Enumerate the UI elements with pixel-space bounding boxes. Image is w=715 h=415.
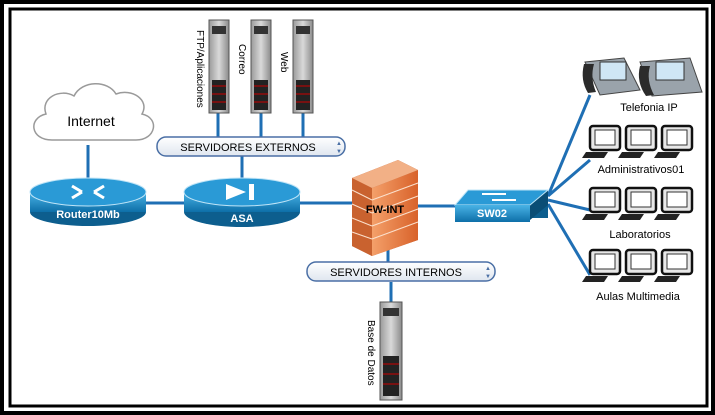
server-db-label: Base de Datos — [365, 320, 376, 386]
lab-label: Laboratorios — [609, 229, 671, 241]
bar-arrow-up-icon: ▲ — [485, 266, 491, 272]
admin-computer-icon[interactable] — [582, 124, 622, 158]
server-web-icon[interactable] — [292, 19, 314, 114]
asa-firewall-icon[interactable] — [183, 177, 301, 227]
pc-groups — [582, 124, 694, 282]
link-switch-admin — [547, 158, 591, 198]
fw-int-firewall-icon[interactable] — [351, 160, 419, 256]
admin-computer-icon[interactable] — [618, 124, 658, 158]
switch-sw02-icon[interactable] — [453, 189, 550, 222]
lab-computer-icon[interactable] — [654, 186, 694, 220]
server-mail-icon[interactable] — [250, 19, 272, 114]
bar-arrow-down-icon: ▼ — [485, 274, 491, 280]
server-mail-label: Correo — [236, 44, 247, 75]
inner-border — [8, 7, 709, 408]
lab-computer-icon[interactable] — [582, 186, 622, 220]
internet-cloud-icon — [33, 83, 155, 141]
link-switch-aulas — [546, 203, 592, 276]
server-ftp-label: FTP/Aplicaciones — [194, 30, 205, 108]
ip-phone-icon[interactable] — [638, 57, 703, 97]
ip-phone-icon[interactable] — [582, 57, 641, 96]
servidores-externos-bar: ▲ ▼ — [156, 136, 346, 157]
server-web-label: Web — [278, 52, 289, 73]
bar-arrow-up-icon: ▲ — [336, 141, 342, 147]
router-label: Router10Mb — [56, 209, 120, 221]
server-ftp-icon[interactable] — [208, 19, 230, 114]
phones-label: Telefonia IP — [620, 102, 677, 114]
bar-arrow-down-icon: ▼ — [336, 149, 342, 155]
switch-label: SW02 — [477, 208, 507, 220]
links — [86, 94, 592, 302]
internet-label: Internet — [67, 113, 115, 129]
lab-computer-icon[interactable] — [618, 186, 658, 220]
aulas-computer-icon[interactable] — [654, 248, 694, 282]
aulas-computer-icon[interactable] — [618, 248, 658, 282]
admin-computer-icon[interactable] — [654, 124, 694, 158]
servidores-externos-label: SERVIDORES EXTERNOS — [180, 142, 316, 154]
servidores-internos-bar: ▲ ▼ — [306, 261, 496, 282]
router-icon[interactable] — [29, 177, 147, 226]
asa-label: ASA — [230, 213, 253, 225]
aulas-label: Aulas Multimedia — [596, 291, 681, 303]
link-switch-phones — [546, 94, 592, 197]
servidores-internos-label: SERVIDORES INTERNOS — [330, 267, 462, 279]
fw-int-label: FW-INT — [366, 204, 405, 216]
server-db-icon[interactable] — [379, 301, 403, 401]
link-switch-lab — [547, 198, 591, 212]
aulas-computer-icon[interactable] — [582, 248, 622, 282]
admin-label: Administrativos01 — [598, 164, 685, 176]
